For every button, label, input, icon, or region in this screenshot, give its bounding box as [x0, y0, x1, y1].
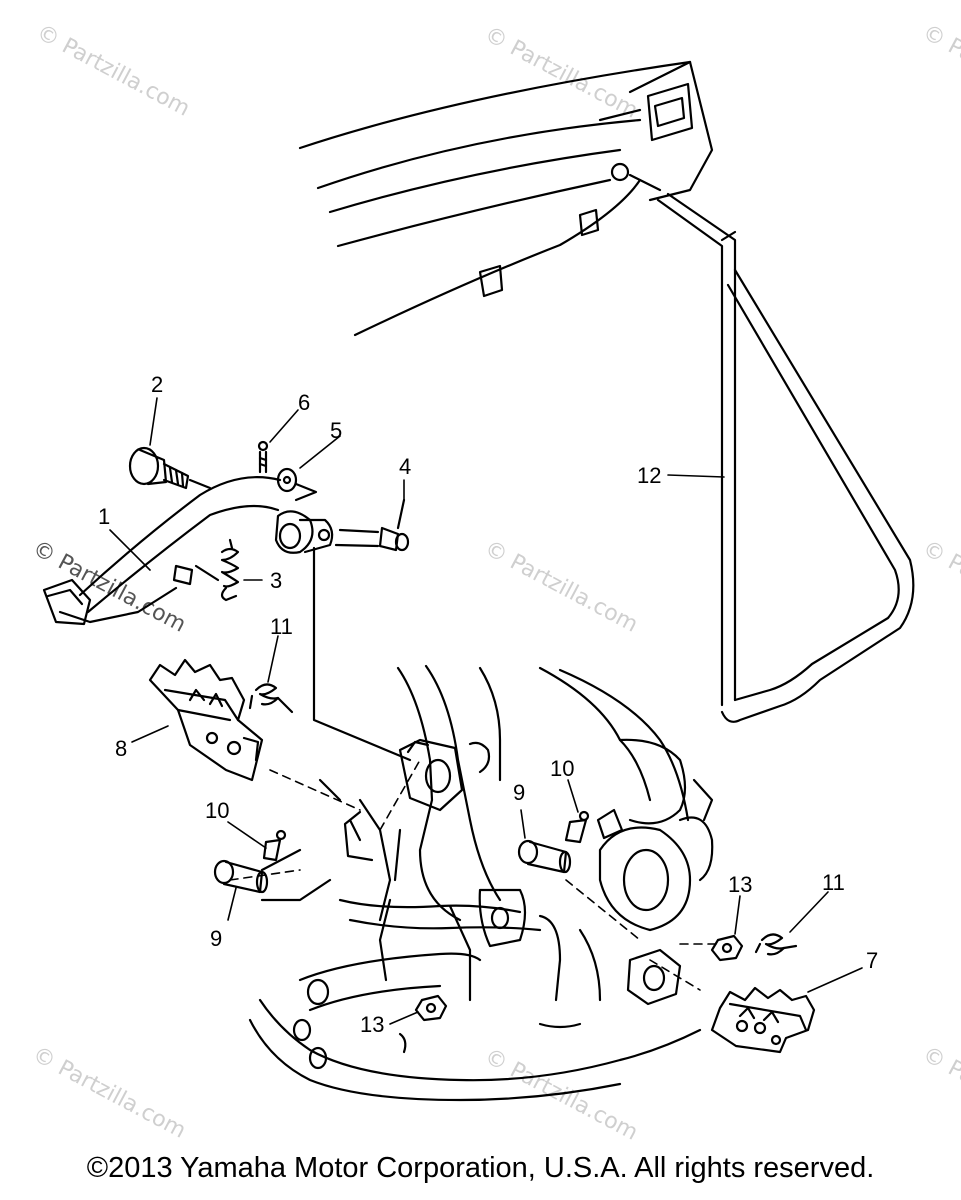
callout-1: 1	[98, 504, 110, 529]
copyright-notice: ©2013 Yamaha Motor Corporation, U.S.A. A…	[86, 1152, 875, 1184]
cotter-pin-right-part-10	[564, 810, 590, 844]
callout-leaders	[109, 397, 863, 1025]
callout-13-lower: 13	[360, 1012, 384, 1037]
stand-part-12	[628, 173, 915, 723]
callout-9-left: 9	[210, 926, 222, 951]
nut-right-part-13	[710, 934, 744, 962]
bracket-outline	[343, 810, 374, 862]
callout-4: 4	[399, 454, 411, 479]
exploded-view-drawing: 1 2 3 4 5 6 7 8 9 9 10 10 11 11 12 13 13	[42, 60, 915, 1102]
callout-13-right: 13	[728, 872, 752, 897]
callout-2: 2	[151, 372, 163, 397]
callout-12: 12	[637, 463, 661, 488]
footrest-spring-right-part-11	[754, 933, 798, 956]
pivot-bolt-part-2	[128, 446, 212, 490]
cotter-pin-part-6	[257, 440, 269, 474]
callout-5: 5	[330, 418, 342, 443]
callout-10-right: 10	[550, 756, 574, 781]
footrest-spring-left-part-11	[248, 683, 294, 714]
callout-9-right: 9	[513, 780, 525, 805]
frame-rail	[298, 60, 714, 337]
left-footrest-part-8	[148, 658, 264, 782]
assembly-guide-lines	[229, 759, 721, 991]
clevis-pin-left-part-9	[213, 859, 269, 894]
lower-frame	[248, 664, 714, 1102]
washer-part-5	[276, 467, 318, 502]
callout-8: 8	[115, 736, 127, 761]
right-footrest-part-7	[710, 986, 816, 1054]
clevis-pin-right-part-9	[517, 839, 572, 874]
return-spring-part-3	[194, 538, 240, 602]
brake-pedal-part-1	[42, 476, 334, 626]
callout-6: 6	[298, 390, 310, 415]
brake-rod-line	[312, 546, 412, 762]
pin-guide-lines	[260, 848, 332, 902]
callout-10-left: 10	[205, 798, 229, 823]
nut-lower-part-13	[414, 994, 448, 1022]
callout-7: 7	[866, 948, 878, 973]
bolt-part-4	[334, 498, 410, 552]
callout-numbers: 1 2 3 4 5 6 7 8 9 9 10 10 11 11 12 13 13	[98, 372, 878, 1037]
callout-3: 3	[270, 568, 282, 593]
callout-11-left: 11	[270, 614, 293, 639]
callout-11-right: 11	[822, 870, 845, 895]
cotter-pin-left-part-10	[262, 829, 287, 862]
